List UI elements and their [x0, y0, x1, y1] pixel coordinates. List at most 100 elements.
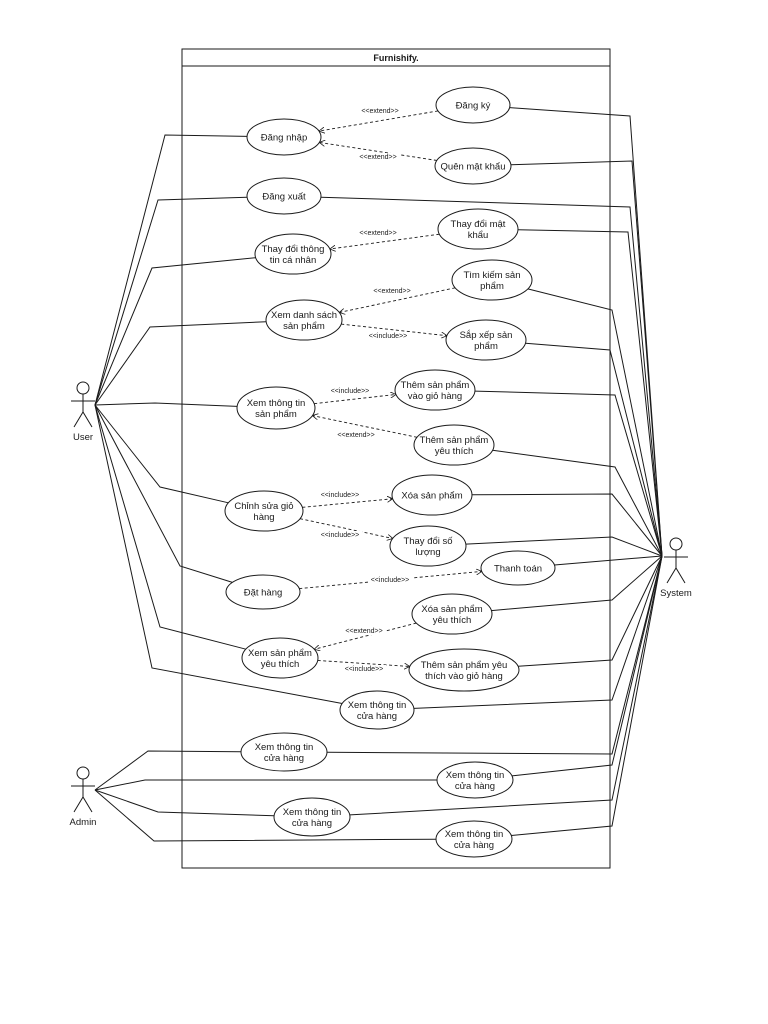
use-case-sap-xep-label-1: Sắp xếp sản	[460, 330, 513, 341]
use-case-thanh-toan[interactable]: Thanh toán	[480, 550, 556, 586]
use-case-xem-thong-tin-sp-label-2: sản phẩm	[255, 409, 297, 420]
use-case-dang-ky[interactable]: Đăng ký	[435, 86, 511, 124]
use-case-admin-cua-hang-2-ellipse	[436, 761, 514, 799]
admin-to-admin-cua-hang-3-association	[94, 789, 275, 817]
use-case-sap-xep-label-2: phẩm	[474, 341, 498, 352]
admin-to-admin-cua-hang-4-association	[94, 789, 437, 842]
use-case-thay-doi-so-luong-label-1: Thay đổi số	[403, 536, 453, 547]
admin-actor: Admin	[70, 766, 97, 828]
user-to-chinh-sua-gio-association	[94, 404, 229, 504]
system-to-xoa-san-pham-association	[471, 493, 663, 557]
user-to-dang-xuat-association	[94, 196, 248, 406]
use-case-admin-cua-hang-1-label-1: Xem thông tin	[255, 742, 314, 753]
them-yeu-thich-extends-xem-thong-tin-sp-stereotype-label: <<extend>>	[337, 432, 374, 439]
use-case-dat-hang[interactable]: Đặt hàng	[225, 574, 301, 610]
xem-yeu-thich-includes-them-yeu-thich-vao-gio-arrow	[317, 660, 410, 666]
use-case-thanh-toan-label-1: Thanh toán	[494, 564, 542, 575]
system-actor-legs	[666, 567, 686, 584]
use-case-thay-doi-thong-tin-label-2: tin cá nhân	[270, 255, 316, 266]
use-case-admin-cua-hang-1-ellipse	[240, 732, 328, 772]
system-to-quen-mat-khau-association	[510, 160, 663, 557]
chinh-sua-gio-includes-thay-doi-so-luong-stereotype-label: <<include>>	[321, 532, 360, 539]
use-case-them-vao-gio-label-2: vào giỏ hàng	[408, 391, 462, 402]
system-to-them-yeu-thich-association	[492, 449, 663, 557]
use-case-xoa-yeu-thich-label-2: yêu thích	[433, 615, 472, 626]
use-case-xem-cua-hang-user-ellipse	[339, 690, 415, 730]
use-case-dang-nhap[interactable]: Đăng nhập	[246, 118, 322, 156]
use-case-admin-cua-hang-2-label-1: Xem thông tin	[446, 770, 505, 781]
use-case-dang-ky-ellipse	[435, 86, 511, 124]
use-case-them-vao-gio-label-1: Thêm sản phẩm	[401, 380, 470, 391]
use-case-tim-kiem-ellipse	[451, 259, 533, 301]
chinh-sua-gio-includes-xoa-san-pham-stereotype-label: <<include>>	[321, 492, 360, 499]
xem-danh-sach-includes-sap-xep-arrow	[341, 323, 447, 336]
system-to-sap-xep-association	[525, 342, 663, 557]
use-case-dat-hang-label-1: Đặt hàng	[244, 588, 283, 599]
use-case-dang-xuat[interactable]: Đăng xuất	[246, 177, 322, 215]
system-boundary	[181, 48, 611, 869]
use-case-them-yeu-thich-ellipse	[413, 424, 495, 466]
use-case-thay-doi-so-luong-ellipse	[389, 525, 467, 567]
use-case-thay-doi-mat-khau-ellipse	[437, 208, 519, 250]
use-case-xem-cua-hang-user-label-2: cửa hàng	[357, 711, 397, 722]
use-case-xem-danh-sach-ellipse	[265, 299, 343, 341]
use-case-quen-mat-khau-label-1: Quên mật khẩu	[441, 162, 506, 173]
admin-actor-label: Admin	[70, 817, 97, 828]
system-to-dang-xuat-association	[320, 196, 663, 557]
admin-to-admin-cua-hang-2-association	[94, 779, 437, 791]
user-actor-head	[76, 381, 90, 395]
use-case-xoa-san-pham-label-1: Xóa sản phẩm	[401, 491, 462, 502]
system-to-thanh-toan-association	[554, 555, 663, 566]
use-case-xem-danh-sach-label-1: Xem danh sách	[271, 310, 337, 321]
use-case-admin-cua-hang-2-label-2: cửa hàng	[455, 781, 495, 792]
use-case-dang-nhap-label-1: Đăng nhập	[261, 133, 307, 144]
use-case-them-yeu-thich-vao-gio-label-2: thích vào giỏ hàng	[425, 671, 503, 682]
use-case-xem-yeu-thich-label-1: Xem sản phẩm	[248, 648, 312, 659]
use-case-thay-doi-so-luong-label-2: lượng	[415, 547, 440, 558]
user-actor-label: User	[73, 432, 93, 443]
them-yeu-thich-extends-xem-thong-tin-sp-arrow	[312, 416, 418, 438]
use-case-thanh-toan-ellipse	[480, 550, 556, 586]
use-case-admin-cua-hang-3-label-2: cửa hàng	[292, 818, 332, 829]
use-case-thay-doi-thong-tin-label-1: Thay đổi thông	[262, 244, 325, 255]
use-case-xoa-san-pham[interactable]: Xóa sản phẩm	[391, 474, 473, 516]
use-case-sap-xep-ellipse	[445, 319, 527, 361]
use-case-admin-cua-hang-3-ellipse	[273, 797, 351, 837]
quen-mat-khau-extends-dang-nhap-label-bg	[356, 153, 400, 161]
tim-kiem-extends-xem-danh-sach-stereotype-label: <<extend>>	[373, 288, 410, 295]
use-case-quen-mat-khau[interactable]: Quên mật khẩu	[434, 147, 512, 185]
thay-doi-mat-khau-extends-thay-doi-thong-tin-label-bg	[356, 229, 400, 237]
use-case-xem-danh-sach-label-2: sản phẩm	[283, 321, 325, 332]
use-case-dang-nhap-ellipse	[246, 118, 322, 156]
quen-mat-khau-extends-dang-nhap-stereotype-label: <<extend>>	[359, 154, 396, 161]
system-title: Furnishify.	[373, 53, 418, 63]
tim-kiem-extends-xem-danh-sach-label-bg	[370, 287, 414, 295]
use-case-thay-doi-mat-khau-label-2: khẩu	[468, 230, 489, 241]
system-to-thay-doi-mat-khau-association	[517, 229, 663, 557]
dang-ky-extends-dang-nhap-label-bg	[358, 107, 402, 115]
chinh-sua-gio-includes-thay-doi-so-luong-label-bg	[318, 531, 362, 539]
system-to-them-yeu-thich-vao-gio-association	[518, 555, 663, 667]
system-actor-label: System	[660, 588, 692, 599]
system-to-admin-cua-hang-1-association	[326, 555, 663, 755]
use-case-thay-doi-thong-tin-ellipse	[254, 233, 332, 275]
xem-thong-tin-sp-includes-them-vao-gio-arrow	[314, 394, 396, 405]
